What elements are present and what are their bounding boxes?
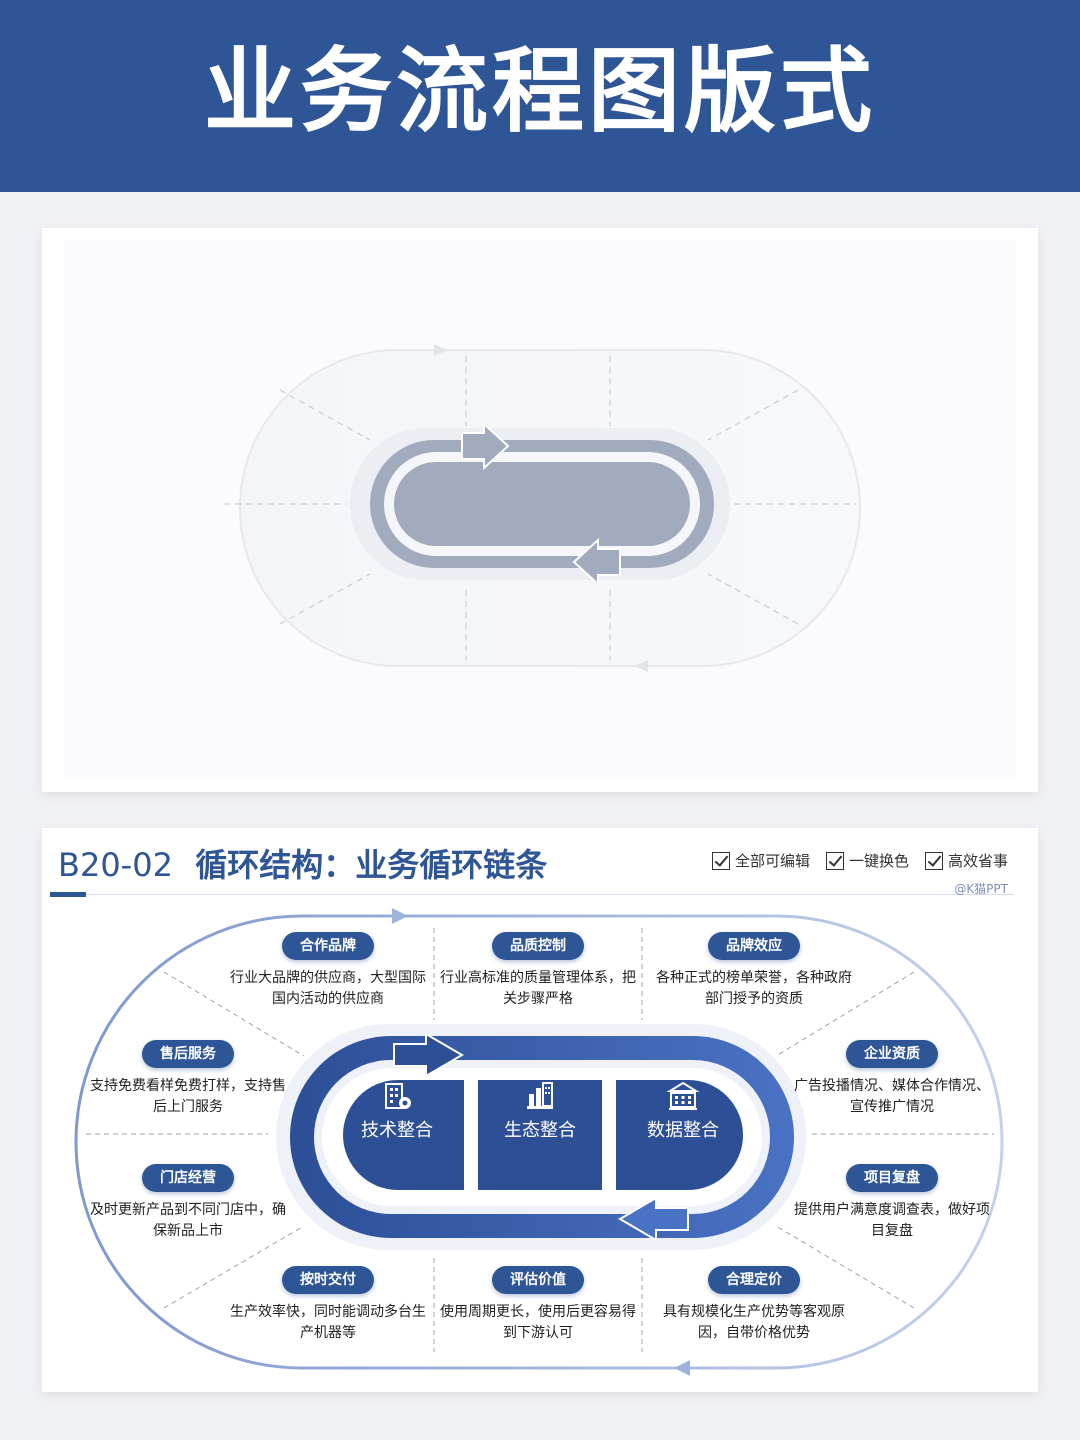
loop-arrow-top <box>393 1032 464 1078</box>
checkbox-icon <box>711 851 730 870</box>
factory-icon <box>527 1082 553 1109</box>
core-label: 生态整合 <box>504 1120 576 1141</box>
item-brand-effect: 品牌效应 各种正式的榜单荣誉，各种政府部门授予的资质 <box>654 932 854 1010</box>
item-desc: 行业大品牌的供应商，大型国际国内活动的供应商 <box>230 970 426 1007</box>
item-desc: 行业高标准的质量管理体系，把关步骤严格 <box>440 970 636 1007</box>
outer-arrow-bottom <box>674 1360 690 1376</box>
core-data: 数据整合 <box>618 1080 748 1142</box>
item-desc: 各种正式的榜单荣誉，各种政府部门授予的资质 <box>656 970 852 1007</box>
item-tag: 合作品牌 <box>282 932 374 960</box>
item-tag: 门店经营 <box>142 1164 234 1192</box>
item-tag: 合理定价 <box>708 1266 800 1294</box>
item-desc: 及时更新产品到不同门店中，确保新品上市 <box>90 1202 286 1239</box>
item-desc: 生产效率快，同时能调动多台生产机器等 <box>230 1304 426 1341</box>
item-desc: 广告投播情况、媒体合作情况、宣传推广情况 <box>794 1078 990 1115</box>
template-slide-blank[interactable] <box>42 228 1038 792</box>
item-desc: 具有规模化生产优势等客观原因，自带价格优势 <box>663 1304 845 1341</box>
core-tech: 技术整合 <box>332 1080 462 1142</box>
cycle-diagram <box>74 908 1004 1376</box>
template-slide-filled[interactable]: B20-02 循环结构：业务循环链条 全部可编辑 一键换色 高效省事 @K猫PP… <box>42 828 1038 1392</box>
item-tag: 售后服务 <box>142 1040 234 1068</box>
item-cooperation-brand: 合作品牌 行业大品牌的供应商，大型国际国内活动的供应商 <box>228 932 428 1010</box>
feature-item: 全部可编辑 <box>711 850 810 871</box>
item-on-time-delivery: 按时交付 生产效率快，同时能调动多台生产机器等 <box>228 1266 428 1344</box>
item-desc: 使用周期更长，使用后更容易得到下游认可 <box>440 1304 636 1341</box>
feature-item: 一键换色 <box>825 850 909 871</box>
feature-checklist: 全部可编辑 一键换色 高效省事 <box>711 850 1008 871</box>
item-project-review: 项目复盘 提供用户满意度调查表，做好项目复盘 <box>792 1164 992 1242</box>
header-banner: 业务流程图版式 <box>0 0 1080 192</box>
outer-arrow-top <box>434 344 448 356</box>
slide-code: B20-02 <box>58 846 173 884</box>
building-gear-icon <box>385 1083 411 1109</box>
spoke-lines <box>86 928 994 1352</box>
slide-heading: 循环结构：业务循环链条 <box>195 846 548 884</box>
slide-title: B20-02 循环结构：业务循环链条 <box>58 844 547 886</box>
loop-arrow-bottom <box>618 1196 689 1242</box>
blank-canvas <box>64 240 1016 780</box>
item-tag: 按时交付 <box>282 1266 374 1294</box>
core-label: 数据整合 <box>647 1120 719 1141</box>
item-store-operation: 门店经营 及时更新产品到不同门店中，确保新品上市 <box>88 1164 288 1242</box>
item-value-assessment: 评估价值 使用周期更长，使用后更容易得到下游认可 <box>438 1266 638 1344</box>
item-enterprise-qualification: 企业资质 广告投播情况、媒体合作情况、宣传推广情况 <box>792 1040 992 1118</box>
title-underline <box>86 894 1014 895</box>
item-after-sales: 售后服务 支持免费看样免费打样，支持售后上门服务 <box>88 1040 288 1118</box>
bank-icon <box>666 1081 700 1110</box>
item-tag: 评估价值 <box>492 1266 584 1294</box>
item-quality-control: 品质控制 行业高标准的质量管理体系，把关步骤严格 <box>438 932 638 1010</box>
outer-arrow-bottom <box>634 660 648 672</box>
checkbox-icon <box>825 851 844 870</box>
core-label: 技术整合 <box>361 1120 433 1141</box>
loop-arrow-bottom <box>572 537 621 587</box>
core-segment-tech <box>343 1080 464 1190</box>
item-desc: 支持免费看样免费打样，支持售后上门服务 <box>90 1078 286 1115</box>
item-tag: 企业资质 <box>846 1040 938 1068</box>
blank-cycle-diagram <box>224 344 861 672</box>
feature-item: 高效省事 <box>924 850 1008 871</box>
title-accent-bar <box>50 892 86 897</box>
core-segment-data <box>616 1080 743 1190</box>
core-eco: 生态整合 <box>475 1080 605 1142</box>
item-reasonable-pricing: 合理定价 具有规模化生产优势等客观原因，自带价格优势 <box>654 1266 854 1344</box>
outer-arrow-top <box>392 908 408 924</box>
item-desc: 提供用户满意度调查表，做好项目复盘 <box>794 1202 990 1239</box>
item-tag: 品质控制 <box>492 932 584 960</box>
checkbox-icon <box>924 851 943 870</box>
item-tag: 项目复盘 <box>846 1164 938 1192</box>
author-credit: @K猫PPT <box>954 882 1008 896</box>
banner-title: 业务流程图版式 <box>203 38 876 145</box>
spoke-lines <box>224 356 856 660</box>
item-tag: 品牌效应 <box>708 932 800 960</box>
inner-core-placeholder <box>394 462 690 546</box>
loop-arrow-top <box>461 421 510 471</box>
outer-track <box>74 914 1004 1370</box>
